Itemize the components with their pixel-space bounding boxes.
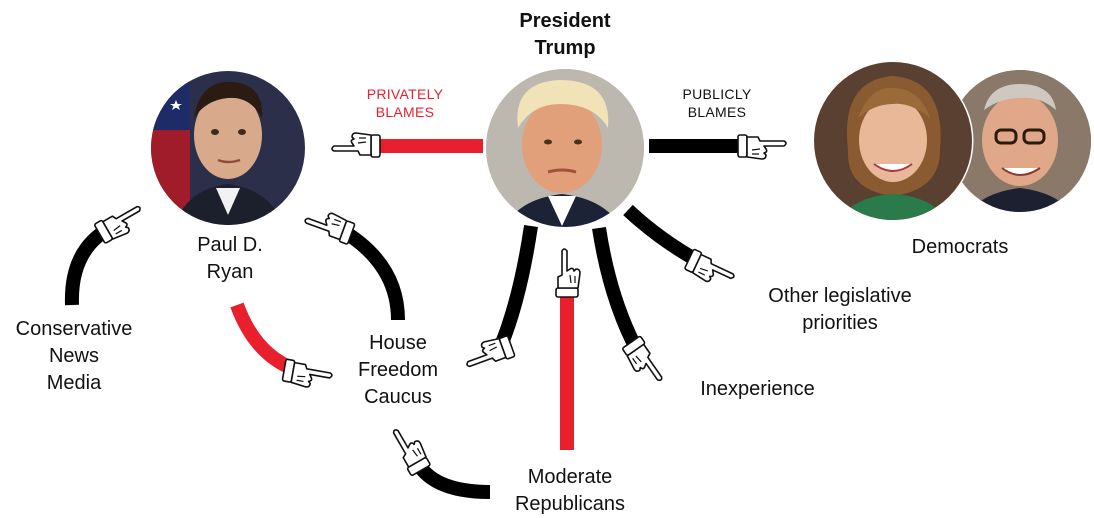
trump-to-freedom-caucus-arrow — [493, 224, 538, 351]
hand-pointing-icon — [460, 332, 516, 374]
legislative-label: Other legislative priorities — [755, 283, 925, 337]
trump-portrait — [486, 69, 644, 227]
publicly-blames-line2: BLAMES — [687, 104, 747, 120]
hand-pointing-icon — [331, 132, 381, 158]
freedom-caucus-label: House Freedom Caucus — [338, 330, 458, 411]
publicly-blames-line1: PUBLICLY — [682, 86, 752, 102]
conservative-media-line2: News — [48, 345, 99, 367]
moderates-line1: Moderate — [527, 466, 613, 488]
privately-blames-line2: BLAMES — [375, 104, 435, 120]
hand-pointing-icon — [386, 421, 434, 477]
freedom-caucus-line1: House — [369, 332, 427, 354]
privately-blames-line1: PRIVATELY — [366, 86, 444, 102]
trump-to-inexperience-arrow — [592, 226, 645, 356]
ryan-label-line2: Ryan — [206, 261, 254, 283]
conservative-media-line3: Media — [46, 372, 102, 394]
hand-pointing-icon — [281, 358, 335, 392]
trump-label-line2: Trump — [534, 37, 596, 59]
trump-label-line1: President — [519, 10, 611, 32]
inexperience-label: Inexperience — [700, 378, 815, 400]
publicly-blames-label: PUBLICLY BLAMES — [662, 85, 772, 121]
hand-pointing-icon — [737, 134, 787, 160]
trump-to-legislative-arrow — [623, 204, 704, 269]
hand-pointing-icon — [555, 248, 581, 298]
freedom-caucus-line3: Caucus — [364, 386, 432, 408]
hand-pointing-icon — [619, 335, 669, 390]
democrats-label: Democrats — [911, 236, 1009, 258]
ryan-label-line1: Paul D. — [197, 234, 263, 256]
legislative-line2: priorities — [802, 312, 878, 334]
democrats-portraits — [812, 60, 1091, 222]
ryan-portrait — [151, 71, 305, 225]
privately-blames-label: PRIVATELY BLAMES — [350, 85, 460, 121]
legislative-line1: Other legislative — [768, 285, 912, 307]
hand-pointing-icon — [682, 248, 739, 292]
freedom-caucus-line2: Freedom — [357, 359, 439, 381]
ryan-label: Paul D. Ryan — [175, 232, 285, 286]
conservative-media-label: Conservative News Media — [4, 316, 144, 397]
hand-pointing-icon — [93, 199, 149, 247]
moderates-line2: Republicans — [514, 493, 626, 515]
moderates-label: Moderate Republicans — [500, 464, 640, 518]
hand-pointing-icon — [301, 204, 357, 246]
trump-label: President Trump — [505, 8, 625, 62]
conservative-media-line1: Conservative — [15, 318, 133, 340]
